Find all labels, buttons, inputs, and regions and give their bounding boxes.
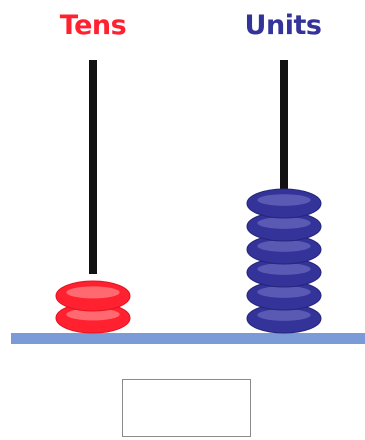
tens-bead: [55, 280, 131, 312]
tens-bead: [55, 302, 131, 334]
units-bead: [246, 257, 322, 288]
units-bead: [246, 280, 322, 311]
units-bead: [246, 211, 322, 242]
tens-rod: [89, 60, 97, 274]
units-beads: [246, 188, 322, 334]
units-rod: [280, 60, 288, 192]
tens-beads: [55, 280, 131, 334]
units-bead: [246, 303, 322, 334]
units-label: Units: [244, 10, 322, 41]
answer-box[interactable]: [122, 379, 251, 437]
units-bead: [246, 188, 322, 219]
abacus-base: [11, 333, 365, 344]
tens-label: Tens: [59, 10, 127, 41]
